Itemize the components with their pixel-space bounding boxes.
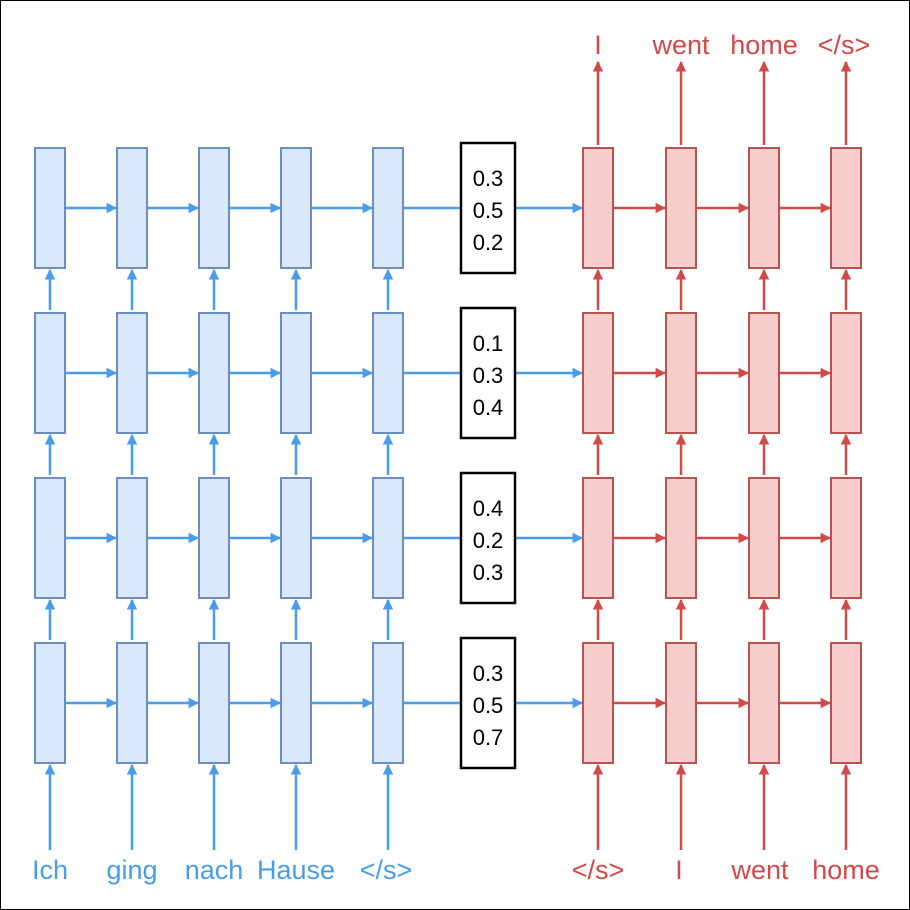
decoder-output-word: I — [594, 30, 602, 60]
encoder-lstm-cell — [34, 477, 66, 599]
decoder-input-word: I — [675, 855, 683, 885]
context-vector-value: 0.7 — [473, 725, 504, 750]
context-vector-box — [459, 141, 517, 275]
decoder-lstm-cell — [582, 312, 614, 434]
decoder-output-word: home — [730, 30, 798, 60]
encoder-lstm-cell — [280, 642, 312, 764]
decoder-lstm-cell — [582, 147, 614, 269]
decoder-lstm-cell — [665, 477, 697, 599]
context-vector-value: 0.5 — [473, 693, 504, 718]
decoder-input-word: </s> — [572, 855, 625, 885]
encoder-lstm-cell — [198, 312, 230, 434]
encoder-lstm-cell — [280, 147, 312, 269]
context-vector-value: 0.4 — [473, 496, 504, 521]
encoder-lstm-cell — [34, 642, 66, 764]
context-vector-value: 0.3 — [473, 560, 504, 585]
encoder-input-word: nach — [185, 855, 244, 885]
encoder-lstm-cell — [280, 312, 312, 434]
decoder-lstm-cell — [665, 312, 697, 434]
decoder-lstm-cell — [748, 312, 780, 434]
context-vector-value: 0.3 — [473, 166, 504, 191]
context-vector-value: 0.2 — [473, 528, 504, 553]
encoder-lstm-cell — [34, 147, 66, 269]
decoder-output-word: went — [651, 30, 710, 60]
decoder-lstm-cell — [665, 642, 697, 764]
decoder-input-word: home — [812, 855, 880, 885]
encoder-lstm-cell — [372, 147, 404, 269]
encoder-input-word: ging — [106, 855, 157, 885]
encoder-lstm-cell — [198, 477, 230, 599]
decoder-lstm-cell — [748, 147, 780, 269]
encoder-input-word: Ich — [32, 855, 68, 885]
context-vector-value: 0.3 — [473, 363, 504, 388]
encoder-lstm-cell — [198, 642, 230, 764]
decoder-lstm-cell — [748, 642, 780, 764]
context-vector-box — [459, 636, 517, 770]
context-vector-value: 0.5 — [473, 198, 504, 223]
encoder-lstm-cell — [198, 147, 230, 269]
context-vector-value: 0.4 — [473, 395, 504, 420]
decoder-lstm-cell — [830, 477, 862, 599]
encoder-lstm-cell — [116, 477, 148, 599]
encoder-input-word: </s> — [360, 855, 413, 885]
context-vector-value: 0.3 — [473, 661, 504, 686]
context-vector-value: 0.2 — [473, 230, 504, 255]
decoder-lstm-cell — [665, 147, 697, 269]
decoder-lstm-cell — [582, 642, 614, 764]
decoder-lstm-cell — [830, 147, 862, 269]
decoder-lstm-cell — [830, 642, 862, 764]
decoder-lstm-cell — [582, 477, 614, 599]
context-vector-box — [459, 471, 517, 605]
context-vector-box — [459, 306, 517, 440]
decoder-input-word: went — [730, 855, 789, 885]
decoder-lstm-cell — [830, 312, 862, 434]
encoder-lstm-cell — [34, 312, 66, 434]
context-vector-value: 0.1 — [473, 331, 504, 356]
encoder-lstm-cell — [280, 477, 312, 599]
encoder-lstm-cell — [372, 642, 404, 764]
encoder-lstm-cell — [372, 312, 404, 434]
encoder-lstm-cell — [116, 312, 148, 434]
encoder-lstm-cell — [116, 642, 148, 764]
decoder-lstm-cell — [748, 477, 780, 599]
encoder-lstm-cell — [116, 147, 148, 269]
decoder-output-word: </s> — [818, 30, 871, 60]
encoder-input-word: Hause — [257, 855, 335, 885]
encoder-lstm-cell — [372, 477, 404, 599]
